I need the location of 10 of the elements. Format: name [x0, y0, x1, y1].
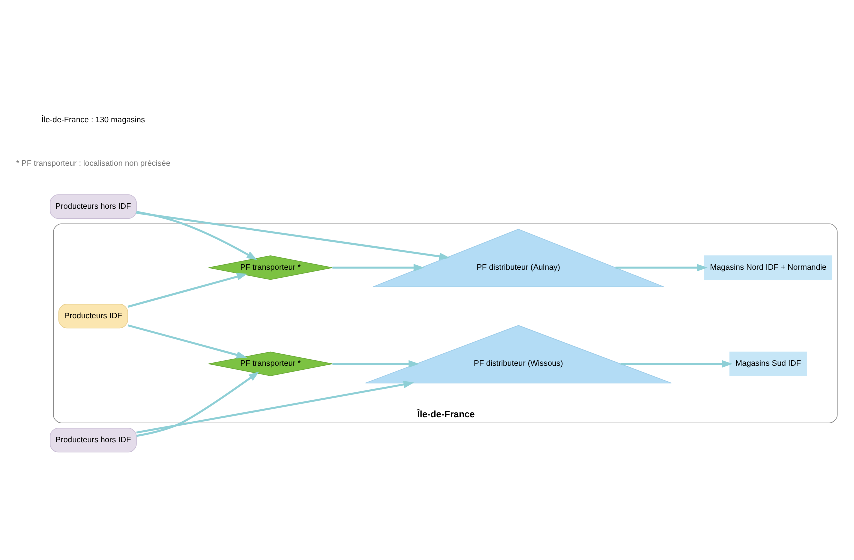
arrow: [616, 264, 708, 272]
arrow: [332, 264, 425, 272]
arrow: [136, 212, 450, 260]
arrow: [136, 380, 414, 434]
arrow: [332, 360, 420, 368]
arrow: [128, 272, 248, 308]
arrow: [136, 210, 258, 260]
arrow: [128, 324, 248, 358]
arrow: [620, 360, 733, 368]
arrow: [136, 371, 260, 437]
